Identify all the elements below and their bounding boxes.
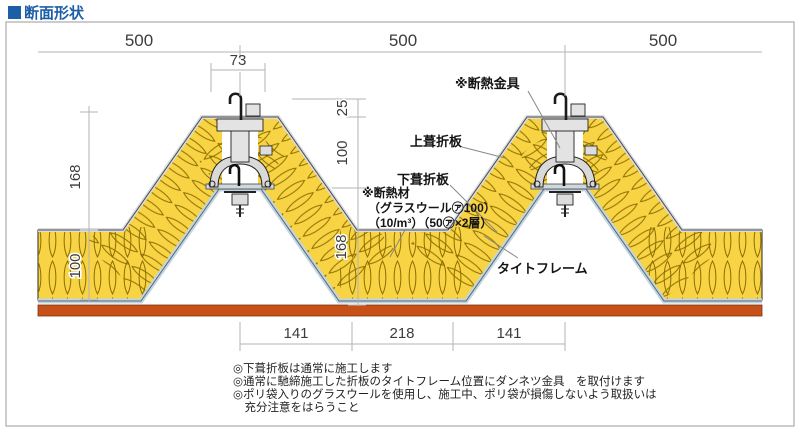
label-upper-sheet: 上葺折板 xyxy=(410,134,463,149)
dim-upper-100: 100 xyxy=(334,140,351,165)
dim-top-3: 500 xyxy=(649,31,677,50)
label-insulation-bracket: ※断熱金具 xyxy=(455,76,520,91)
label-insulation-title: ※断熱材 xyxy=(362,185,410,200)
label-insulation-spec1: （グラスウール㋐100） xyxy=(368,200,496,215)
dim-left-168: 168 xyxy=(67,164,84,189)
dim-bottom-1: 141 xyxy=(283,325,308,342)
dim-bottom-2: 218 xyxy=(389,325,414,342)
dim-gap-25: 25 xyxy=(334,100,351,117)
lower-sheet-edge xyxy=(38,188,762,302)
note-line-2: ◎通常に馳締施工した折板のタイトフレーム位置にダンネツ金具 を取付けます xyxy=(233,374,645,388)
note-line-3: ◎ポリ袋入りのグラスウールを使用し、施工中、ポリ袋が損傷しないよう取扱いは xyxy=(233,387,657,401)
title-square-icon xyxy=(8,6,21,19)
leader-lines xyxy=(389,90,561,259)
label-lower-sheet: 下葺折板 xyxy=(397,172,450,187)
label-tight-frame: タイトフレーム xyxy=(497,261,588,276)
figure-title-text: 断面形状 xyxy=(24,5,85,22)
dim-seam-width: 73 xyxy=(230,52,247,69)
dim-bottom-3: 141 xyxy=(496,325,521,342)
deck-bar xyxy=(37,304,763,317)
figure-title: 断面形状 xyxy=(8,2,84,23)
note-line-4: 充分注意をはらうこと xyxy=(233,400,360,414)
dim-center-168: 168 xyxy=(333,234,350,259)
dim-top-2: 500 xyxy=(389,31,417,50)
callout-labels: ※断熱金具 上葺折板 下葺折板 ※断熱材 （グラスウール㋐100） （10/m³… xyxy=(362,76,588,276)
note-line-1: ◎下葺折板は通常に施工します xyxy=(233,361,393,375)
dim-top-1: 500 xyxy=(125,31,153,50)
label-insulation-spec2: （10/m³）（50㋐×2層） xyxy=(368,215,492,230)
dimension-lines xyxy=(38,45,762,351)
notes-block: ◎下葺折板は通常に施工します ◎通常に馳締施工した折板のタイトフレーム位置にダン… xyxy=(233,361,657,414)
upper-sheet-edge xyxy=(38,116,762,231)
dim-left-100: 100 xyxy=(67,253,84,278)
dimension-texts: 500 500 500 73 25 100 168 168 100 141 21… xyxy=(66,31,678,342)
